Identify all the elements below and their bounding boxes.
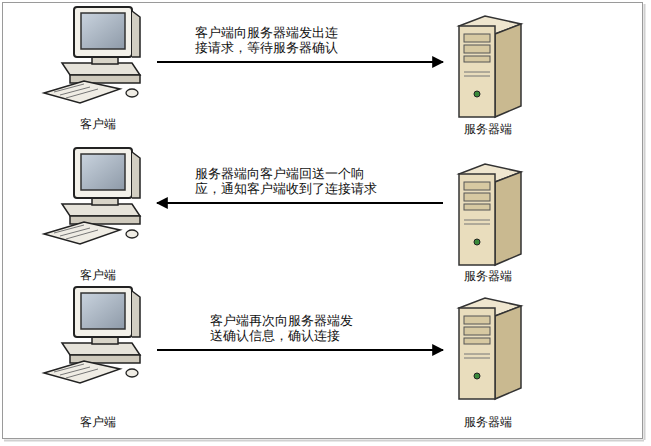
server-tower-icon (445, 162, 530, 267)
client-computer-icon (40, 5, 155, 105)
client-node: 客户端 (40, 5, 155, 132)
server-node: 服务器端 (445, 14, 530, 137)
server-tower-icon (445, 296, 530, 401)
arrow-connector (157, 61, 443, 63)
node-label: 客户端 (40, 117, 155, 132)
node-label: 服务器端 (445, 415, 530, 430)
node-label: 客户端 (40, 268, 155, 283)
node-label: 客户端 (40, 415, 155, 430)
client-node: 客户端 (40, 146, 155, 283)
server-node: 服务器端 (445, 296, 530, 430)
arrow-label: 客户端向服务器端发出连接请求，等待服务器确认 (193, 25, 347, 55)
client-node: 客户端 (40, 285, 155, 430)
arrow-connector (157, 349, 443, 351)
client-computer-icon (40, 285, 155, 385)
arrow-label: 客户端再次向服务器端发送确认信息，确认连接 (208, 313, 362, 343)
client-computer-icon (40, 146, 155, 246)
node-label: 服务器端 (445, 122, 530, 137)
node-label: 服务器端 (445, 269, 530, 284)
arrow-connector (157, 202, 443, 204)
server-tower-icon (445, 14, 530, 119)
server-node: 服务器端 (445, 162, 530, 284)
arrow-label: 服务器端向客户端回送一个响应，通知客户端收到了连接请求 (193, 166, 387, 196)
